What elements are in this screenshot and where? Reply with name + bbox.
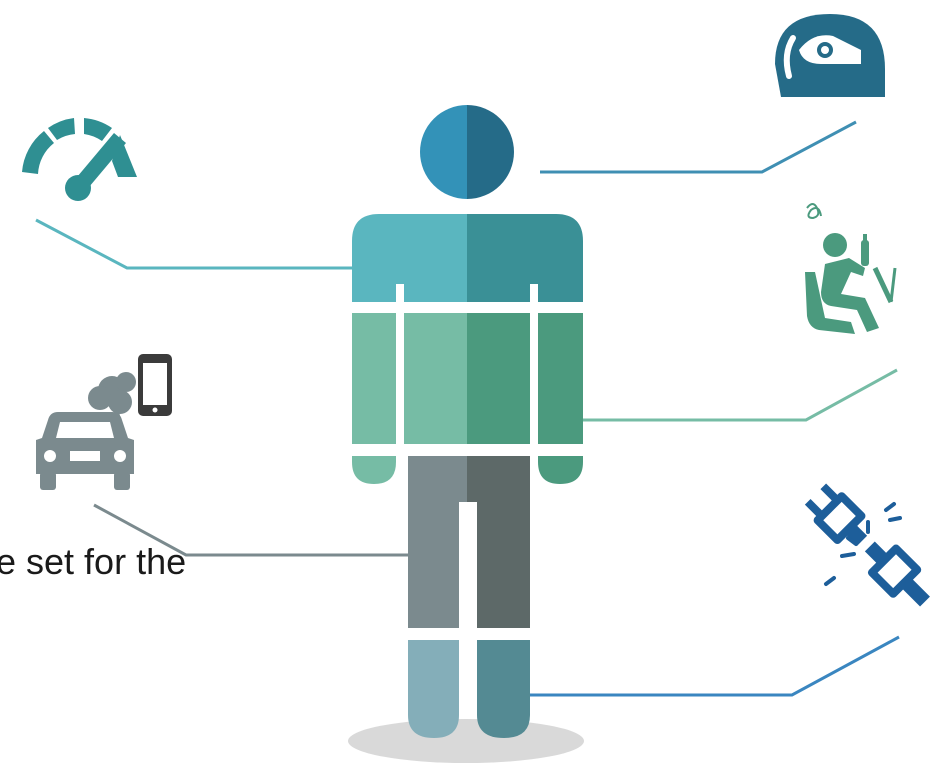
thigh-right xyxy=(467,456,530,628)
torso-right xyxy=(467,214,583,302)
connector-line-connector xyxy=(530,635,900,697)
drunk-driver-icon xyxy=(805,203,897,334)
hand-right xyxy=(538,456,583,484)
connector-line-car-phone xyxy=(93,503,410,557)
caption-text: e set for the xyxy=(0,541,187,582)
thigh-left xyxy=(408,456,467,628)
belly-right xyxy=(467,313,530,444)
connector-line-helmet xyxy=(540,120,857,174)
hand-left xyxy=(352,456,396,484)
car-phone-distraction-icon xyxy=(36,354,172,490)
torso-left xyxy=(352,214,467,302)
figure-shadow xyxy=(348,719,584,763)
human-figure xyxy=(348,105,584,763)
arm-left-upper xyxy=(352,313,396,444)
head-right xyxy=(467,105,514,199)
unplugged-connector-icon xyxy=(804,483,930,607)
head-left xyxy=(420,105,467,199)
belly-left xyxy=(404,313,467,444)
racing-helmet-icon xyxy=(775,14,885,97)
connector-line-drunk-driver xyxy=(582,368,898,422)
shin-right xyxy=(477,640,530,738)
connector-line-speedometer xyxy=(35,218,352,270)
arm-right-upper xyxy=(538,313,583,444)
speedometer-icon xyxy=(22,118,137,201)
shin-left xyxy=(408,640,459,738)
